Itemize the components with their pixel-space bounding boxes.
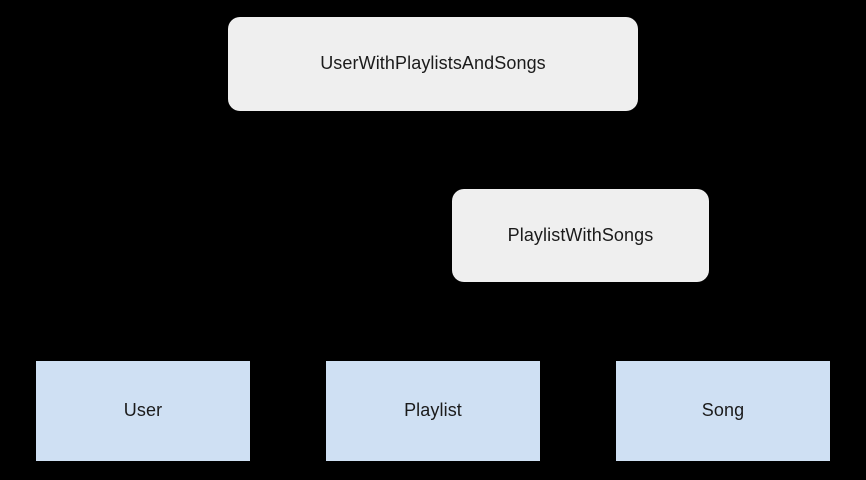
node-label-user-with-playlists-and-songs: UserWithPlaylistsAndSongs xyxy=(320,53,546,74)
node-label-playlist-with-songs: PlaylistWithSongs xyxy=(507,224,654,245)
edge-uwpas-to-user xyxy=(142,111,144,361)
node-label-user: User xyxy=(123,400,163,421)
edge-playlist-with-songs-to-playlist xyxy=(432,282,434,361)
node-song[interactable]: Song xyxy=(616,361,830,461)
node-label-playlist: Playlist xyxy=(404,400,462,421)
node-label-song: Song xyxy=(701,400,745,421)
node-playlist-with-songs[interactable]: PlaylistWithSongs xyxy=(452,189,709,282)
edge-uwpas-to-playlist-with-songs xyxy=(432,111,434,189)
node-playlist[interactable]: Playlist xyxy=(326,361,540,461)
node-user[interactable]: User xyxy=(36,361,250,461)
node-user-with-playlists-and-songs[interactable]: UserWithPlaylistsAndSongs xyxy=(228,17,638,111)
edge-playlist-with-songs-to-song xyxy=(722,282,724,361)
